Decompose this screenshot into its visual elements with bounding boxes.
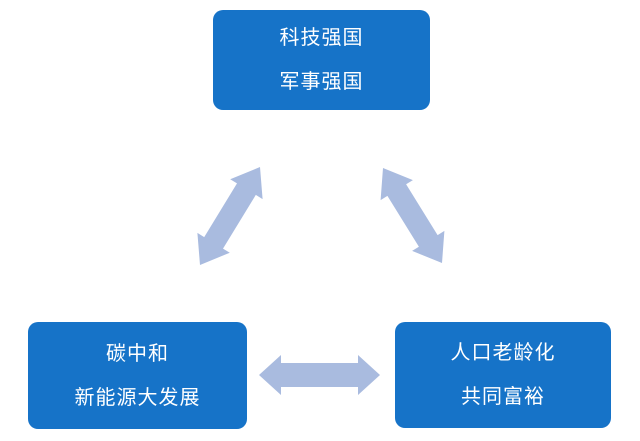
node-label: 人口老龄化	[450, 342, 556, 364]
node-label: 军事强国	[279, 71, 364, 93]
double-arrow-bottom-left-to-bottom-right	[259, 355, 380, 395]
node-label: 共同富裕	[461, 386, 545, 408]
node-aging-prosperity: 人口老龄化 共同富裕	[395, 322, 611, 428]
node-label: 新能源大发展	[74, 386, 201, 409]
node-label: 科技强国	[279, 27, 364, 49]
node-science-military: 科技强国 军事强国	[213, 10, 430, 110]
double-arrow-top-to-bottom-right	[380, 168, 445, 263]
double-arrow-top-to-bottom-left	[197, 167, 263, 265]
node-label: 碳中和	[106, 342, 169, 365]
node-carbon-energy: 碳中和 新能源大发展	[28, 322, 247, 429]
